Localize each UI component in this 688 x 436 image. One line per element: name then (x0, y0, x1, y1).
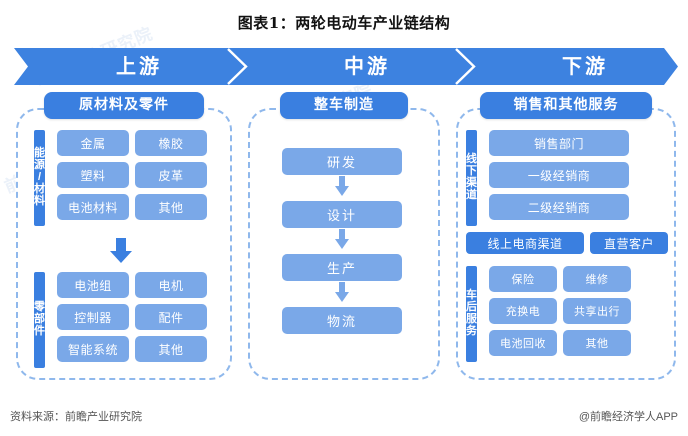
brand-credit: @前瞻经济学人APP (578, 411, 678, 423)
chip-item[interactable]: 皮革 (135, 162, 207, 188)
chip-item[interactable]: 销售部门 (489, 130, 629, 156)
group-offline-channel: 线 下 渠 道 销售部门 一级经销商 二级经销商 (466, 130, 664, 226)
chip-item[interactable]: 智能系统 (57, 336, 129, 362)
vlabel-char: 线 (466, 153, 477, 166)
banner-shape (14, 48, 678, 85)
channel-bar[interactable]: 线上电商渠道 (466, 232, 584, 254)
group-components: 零 部 件 电池组 电机 控制器 配件 智能系统 其他 (34, 272, 220, 368)
vlabel-char: 道 (466, 188, 477, 201)
chip-list: 销售部门 一级经销商 二级经销商 (483, 130, 664, 226)
chip-item[interactable]: 塑料 (57, 162, 129, 188)
vlabel-char: 下 (466, 165, 477, 178)
flow-arrow-down-icon (335, 282, 349, 304)
vlabel-char: / (37, 171, 42, 184)
vlabel-char: 服 (466, 313, 477, 325)
chip-item[interactable]: 充换电 (489, 298, 557, 324)
chip-item[interactable]: 电池材料 (57, 194, 129, 220)
flow-step[interactable]: 物流 (282, 307, 402, 334)
group-after-sales: 车 后 服 务 保险 维修 充换电 共享出行 电池回收 其他 (466, 266, 664, 362)
chip-item[interactable]: 一级经销商 (489, 162, 629, 188)
chip-list: 保险 维修 充换电 共享出行 电池回收 其他 (483, 266, 664, 362)
chip-item[interactable]: 金属 (57, 130, 129, 156)
vlabel-char: 车 (466, 289, 477, 302)
chip-item[interactable]: 橡胶 (135, 130, 207, 156)
vlabel-char: 能 (34, 147, 45, 160)
midstream-header[interactable]: 整车制造 (280, 92, 408, 119)
chip-item[interactable]: 保险 (489, 266, 557, 292)
chip-item[interactable]: 其他 (135, 336, 207, 362)
chip-item[interactable]: 配件 (135, 304, 207, 330)
group-components-label: 零 部 件 (34, 272, 45, 368)
stage-upstream-label[interactable]: 上游 (116, 54, 162, 78)
chip-item[interactable]: 电池回收 (489, 330, 557, 356)
stage-midstream-label[interactable]: 中游 (344, 54, 390, 78)
chip-item[interactable]: 控制器 (57, 304, 129, 330)
chip-item[interactable]: 其他 (563, 330, 631, 356)
flow-step[interactable]: 生产 (282, 254, 402, 281)
channel-bar-row: 线上电商渠道 直营客户 (466, 232, 674, 254)
group-energy-materials: 能 源 / 材 料 金属 橡胶 塑料 皮革 电池材料 其他 (34, 130, 220, 226)
chip-item[interactable]: 共享出行 (563, 298, 631, 324)
vlabel-char: 务 (466, 324, 477, 337)
channel-bar[interactable]: 直营客户 (590, 232, 668, 254)
page-title: 图表1：两轮电动车产业链结构 (237, 14, 451, 32)
vlabel-char: 零 (34, 301, 45, 314)
chip-item[interactable]: 电机 (135, 272, 207, 298)
stage-banner: 上游 中游 下游 (14, 48, 678, 85)
flow-arrow-down-icon (335, 229, 349, 251)
source-note: 资料来源：前瞻产业研究院 (10, 411, 142, 423)
vlabel-char: 部 (34, 313, 45, 326)
chip-item[interactable]: 其他 (135, 194, 207, 220)
vlabel-char: 材 (34, 182, 45, 195)
chip-item[interactable]: 维修 (563, 266, 631, 292)
vlabel-char: 料 (34, 194, 45, 207)
chip-item[interactable]: 二级经销商 (489, 194, 629, 220)
group-after-sales-label: 车 后 服 务 (466, 266, 477, 362)
vlabel-char: 源 (34, 159, 45, 172)
downstream-header[interactable]: 销售和其他服务 (480, 92, 652, 119)
vlabel-char: 渠 (466, 177, 477, 189)
upstream-header[interactable]: 原材料及零件 (44, 92, 204, 119)
group-offline-channel-label: 线 下 渠 道 (466, 130, 477, 226)
flow-step[interactable]: 研发 (282, 148, 402, 175)
flow-arrow-down-icon (335, 176, 349, 198)
group-energy-materials-label: 能 源 / 材 料 (34, 130, 45, 226)
vlabel-char: 后 (466, 301, 477, 314)
chip-item[interactable]: 电池组 (57, 272, 129, 298)
chip-list: 电池组 电机 控制器 配件 智能系统 其他 (51, 272, 220, 368)
vlabel-char: 件 (34, 324, 45, 337)
chip-list: 金属 橡胶 塑料 皮革 电池材料 其他 (51, 130, 220, 226)
stage-downstream-label[interactable]: 下游 (562, 54, 608, 78)
flow-step[interactable]: 设计 (282, 201, 402, 228)
